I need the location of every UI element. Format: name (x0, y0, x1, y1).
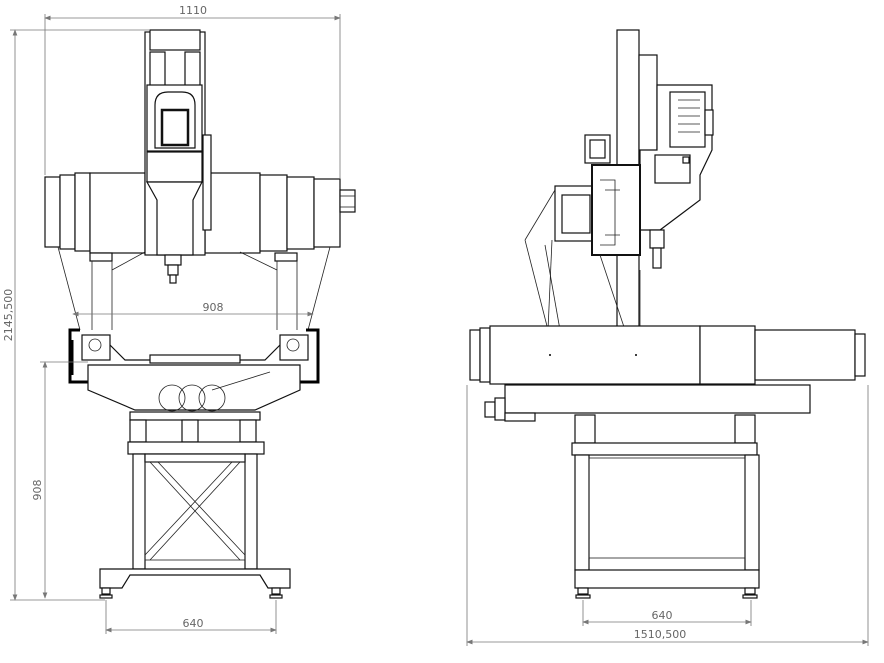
side-view: 640 1510,500 (466, 29, 869, 646)
side-dimensions: 640 1510,500 (466, 385, 869, 646)
dim-overall-width: 1110 (179, 4, 207, 17)
side-stand (571, 414, 760, 599)
dim-foot-spacing-side: 640 (652, 609, 673, 622)
front-dimensions: 1110 2145,500 908 908 640 (2, 4, 341, 634)
spindle-column (144, 29, 212, 284)
side-table (469, 325, 866, 422)
dim-gantry-span: 908 (203, 301, 224, 314)
dim-overall-length: 1510,500 (634, 628, 687, 641)
front-view: 1110 2145,500 908 908 640 (2, 4, 356, 634)
side-carriage (524, 134, 641, 331)
dim-foot-spacing-front: 640 (183, 617, 204, 630)
machine-stand (99, 411, 291, 599)
dim-table-height: 908 (31, 480, 44, 501)
gantry-struts (57, 246, 331, 331)
work-table (68, 328, 320, 412)
dim-overall-height: 2145,500 (2, 289, 15, 342)
